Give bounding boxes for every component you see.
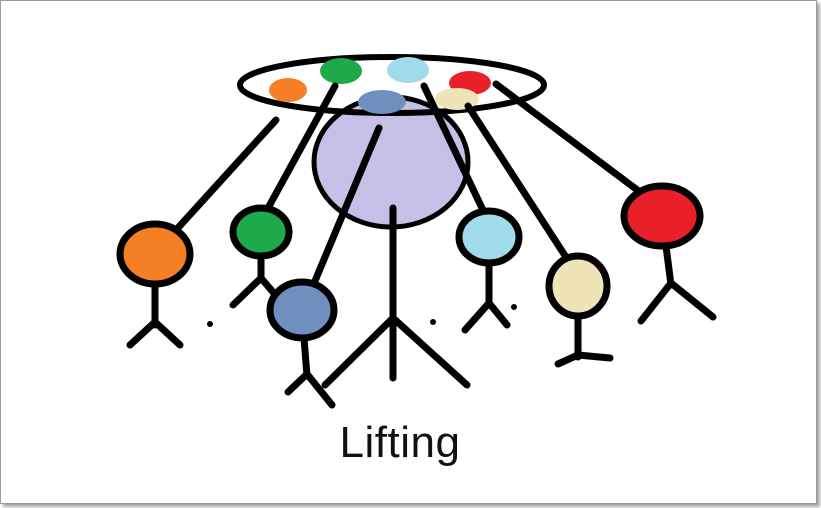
string-orange (163, 116, 280, 244)
steel-blue-figure (266, 278, 338, 409)
light-blue-figure-leg-left (461, 299, 493, 334)
lifting-strings (163, 80, 668, 304)
orange-figure-leg-right (151, 318, 184, 349)
red-figure-head (620, 182, 704, 250)
orange-figure-leg-left (126, 318, 159, 349)
dot (511, 304, 517, 310)
lavender-figure-leg-left (321, 314, 397, 389)
ring-marker-orange (269, 78, 307, 102)
ring-marker-green (320, 58, 362, 84)
red-figure-leg-right (667, 279, 717, 321)
orange-figure-head (116, 220, 194, 288)
cream-figure-leg-right (574, 351, 614, 362)
lavender-figure (311, 94, 471, 389)
green-figure-leg-left (229, 274, 265, 309)
ring-marker-steel-blue (358, 90, 406, 114)
steel-blue-figure-leg-left (284, 370, 311, 396)
cream-figure (545, 252, 614, 368)
lavender-figure-leg-right (389, 314, 471, 389)
string-cream (464, 102, 579, 275)
light-blue-figure-leg-right (485, 299, 511, 329)
ground-dots (207, 304, 517, 327)
string-steel-blue (303, 124, 383, 304)
caption-title: Lifting (339, 418, 461, 467)
green-figure-head (229, 204, 293, 260)
dot (430, 319, 436, 325)
lifting-ring (237, 54, 547, 116)
red-figure (620, 182, 717, 325)
red-figure-body (662, 242, 675, 289)
orange-figure (116, 220, 194, 349)
light-blue-figure-head (455, 207, 523, 267)
steel-blue-figure-body (300, 334, 311, 380)
steel-blue-figure-head (266, 278, 338, 342)
string-red (492, 80, 668, 214)
cream-figure-leg-left (554, 351, 582, 368)
ring-marker-light-blue (387, 57, 429, 83)
red-figure-leg-left (637, 279, 675, 325)
dot (207, 321, 213, 327)
cream-figure-head (545, 252, 611, 320)
light-blue-figure (455, 207, 523, 334)
ring-outline (237, 54, 547, 116)
steel-blue-figure-leg-right (303, 370, 336, 409)
string-light-blue (420, 82, 495, 231)
